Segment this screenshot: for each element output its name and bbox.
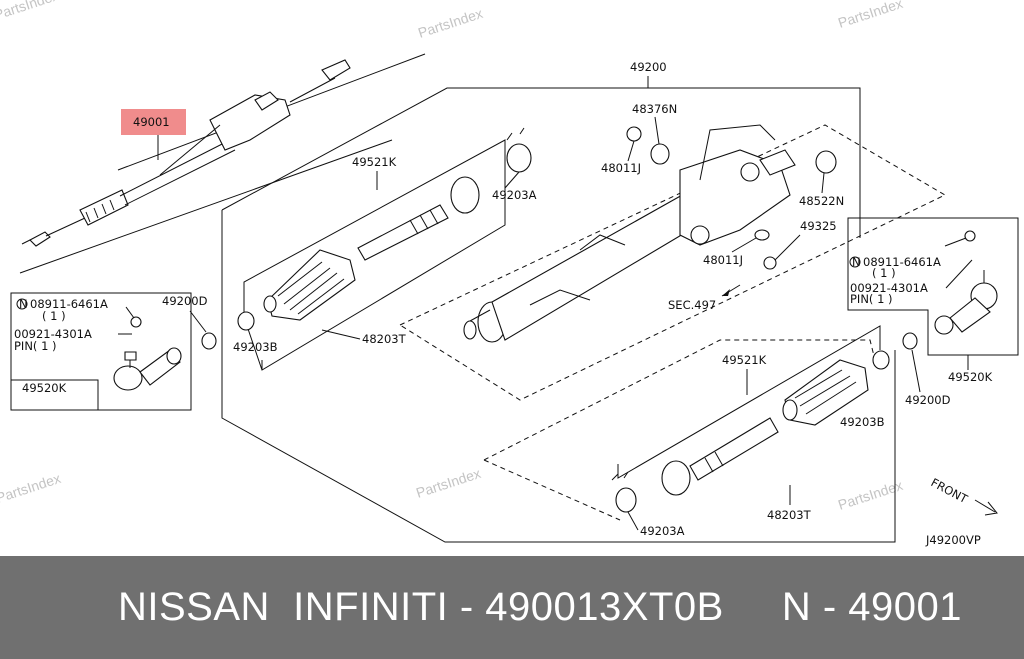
part-label-49203b-right: 49203B bbox=[840, 415, 885, 429]
n-mark: N bbox=[19, 297, 28, 311]
leader-line bbox=[731, 237, 757, 253]
part-label-49200: 49200 bbox=[630, 60, 667, 74]
clamp-tabs bbox=[611, 471, 629, 481]
watermark: PartsIndex bbox=[416, 5, 485, 41]
frame-49200 bbox=[221, 87, 861, 238]
lock-nut-49200d-right bbox=[902, 332, 918, 350]
n-mark: N bbox=[852, 255, 861, 269]
left-pin-part-number: 00921-4301A bbox=[14, 327, 92, 341]
highlight-box bbox=[121, 109, 186, 135]
part-label-49200d-left: 49200D bbox=[162, 294, 208, 308]
lower-bracket bbox=[617, 325, 881, 479]
part-label-48011j-mid: 48011J bbox=[703, 253, 743, 267]
right-pin-quantity: PIN( 1 ) bbox=[850, 292, 893, 306]
clamp-tabs bbox=[506, 127, 525, 141]
part-label-48203t-left: 48203T bbox=[362, 332, 407, 346]
left-nut-quantity: ( 1 ) bbox=[42, 309, 66, 323]
boot-bracket bbox=[243, 139, 506, 371]
front-label: FRONT bbox=[929, 475, 971, 506]
plug-48522n bbox=[815, 150, 837, 174]
watermark: PartsIndex bbox=[0, 0, 61, 23]
part-label-49200d-right: 49200D bbox=[905, 393, 951, 407]
watermark: PartsIndex bbox=[836, 477, 905, 513]
watermark: PartsIndex bbox=[0, 470, 63, 506]
front-arrow-icon bbox=[974, 499, 998, 516]
leader-line bbox=[321, 329, 361, 340]
leader-line bbox=[504, 171, 520, 189]
leader-line bbox=[627, 140, 635, 162]
leader-line bbox=[821, 172, 825, 194]
part-label-49203a-top: 49203A bbox=[492, 188, 537, 202]
left-tie-rod-end-box bbox=[10, 292, 192, 411]
separator-line bbox=[19, 139, 393, 274]
part-label-48376n: 48376N bbox=[632, 102, 677, 116]
lower-dashed-group bbox=[483, 339, 876, 521]
leader-line bbox=[627, 511, 639, 531]
leader-line bbox=[654, 116, 660, 145]
lock-nut-49200d-left bbox=[201, 332, 217, 350]
outer-tie-rod-end-left bbox=[113, 316, 182, 391]
washer-48011j bbox=[626, 126, 642, 142]
bushing-48376n bbox=[650, 143, 670, 165]
right-pin-part-number: 00921-4301A bbox=[850, 281, 928, 295]
banner-text: NISSAN INFINITI - 490013XT0B N - 49001 bbox=[118, 585, 963, 629]
left-nut-part-number: 08911-6461A bbox=[30, 297, 108, 311]
part-number-banner: NISSAN INFINITI - 490013XT0B N - 49001 bbox=[0, 556, 1024, 659]
clamp-49203a-top bbox=[506, 143, 532, 173]
part-label-49521k-left: 49521K bbox=[352, 155, 397, 169]
right-tie-rod-end-box bbox=[847, 217, 1019, 356]
housing-dashed-group bbox=[398, 124, 947, 401]
clamp-49203b-right bbox=[872, 350, 890, 370]
part-label-49203b-left: 49203B bbox=[233, 340, 278, 354]
right-nut-part-number: 08911-6461A bbox=[863, 255, 941, 269]
rack-housing bbox=[463, 124, 796, 343]
part-label-49521k-right: 49521K bbox=[722, 353, 767, 367]
watermark: PartsIndex bbox=[414, 465, 483, 501]
circled-n-icon bbox=[849, 256, 861, 268]
part-label-48522n: 48522N bbox=[799, 194, 844, 208]
part-label-49520k-right: 49520K bbox=[948, 370, 993, 384]
sec-497-reference: SEC.497 bbox=[668, 298, 716, 312]
steering-gear-assembly-thumbnail bbox=[21, 59, 351, 247]
part-label-49001: 49001 bbox=[133, 115, 170, 129]
arrow-head bbox=[722, 289, 730, 296]
frame-49200 bbox=[221, 210, 896, 543]
clamp-49203a-bottom bbox=[615, 487, 637, 513]
watermark: PartsIndex bbox=[836, 0, 905, 31]
right-nut-quantity: ( 1 ) bbox=[872, 266, 896, 280]
nut-49325 bbox=[763, 256, 777, 270]
leader-line bbox=[945, 259, 973, 289]
boot-48203t-left bbox=[263, 249, 356, 321]
leader-line bbox=[944, 237, 967, 247]
boot-48203t-right bbox=[782, 359, 869, 426]
inner-tie-rod-left bbox=[357, 176, 480, 261]
leader-line bbox=[125, 306, 135, 319]
diagram-code: J49200VP bbox=[925, 533, 981, 547]
part-label-49520k-left: 49520K bbox=[22, 381, 67, 395]
left-pin-quantity: PIN( 1 ) bbox=[14, 339, 57, 353]
part-label-49203a-bottom: 49203A bbox=[640, 524, 685, 538]
washer-48011j-lower bbox=[754, 229, 770, 241]
inner-tie-rod-right bbox=[661, 417, 779, 496]
circled-n-icon bbox=[16, 298, 28, 310]
steering-rack-exploded-diagram: PartsIndex PartsIndex PartsIndex PartsIn… bbox=[0, 0, 1019, 547]
part-label-49325: 49325 bbox=[800, 219, 837, 233]
part-label-48203t-right: 48203T bbox=[767, 508, 812, 522]
outer-tie-rod-end-right bbox=[934, 230, 998, 335]
leader-line bbox=[189, 310, 207, 333]
box-divider bbox=[11, 379, 99, 410]
clamp-49203b-left bbox=[237, 311, 255, 331]
part-label-48011j-top: 48011J bbox=[601, 161, 641, 175]
leader-line bbox=[774, 234, 801, 261]
leader-line bbox=[911, 349, 921, 393]
